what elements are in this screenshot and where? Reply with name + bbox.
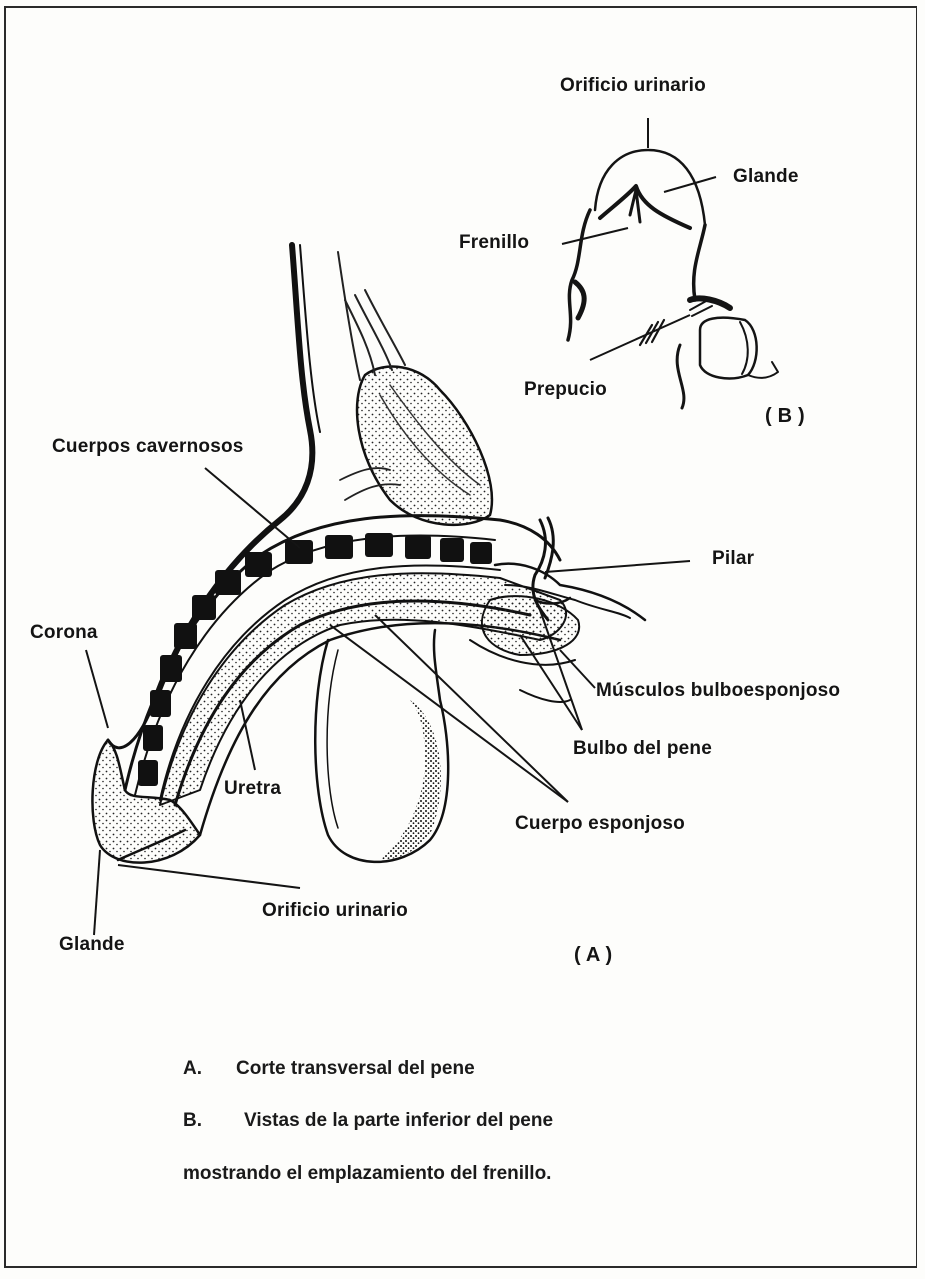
label-b-frenillo: Frenillo bbox=[459, 232, 529, 254]
label-b-prepucio: Prepucio bbox=[524, 379, 607, 401]
caption-b-letter: B. bbox=[183, 1110, 202, 1132]
label-musculos-bulboesponjoso: Músculos bulboesponjoso bbox=[596, 680, 840, 702]
caption-b-text: Vistas de la parte inferior del pene bbox=[244, 1110, 553, 1132]
label-uretra: Uretra bbox=[224, 778, 281, 800]
caption-a-letter: A. bbox=[183, 1058, 202, 1080]
figure-b-tag: ( B ) bbox=[765, 405, 805, 428]
label-cuerpo-esponjoso: Cuerpo esponjoso bbox=[515, 813, 685, 835]
caption-c-text: mostrando el emplazamiento del frenillo. bbox=[183, 1163, 551, 1185]
label-bulbo-del-pene: Bulbo del pene bbox=[573, 738, 712, 760]
label-corona: Corona bbox=[30, 622, 98, 644]
figure-b-leader-lines bbox=[562, 118, 716, 360]
label-a-orificio-urinario: Orificio urinario bbox=[262, 900, 408, 922]
figure-a-drawing bbox=[92, 245, 645, 863]
label-b-orificio-urinario: Orificio urinario bbox=[560, 75, 706, 97]
label-cuerpos-cavernosos: Cuerpos cavernosos bbox=[52, 436, 244, 458]
caption-a-text: Corte transversal del pene bbox=[236, 1058, 475, 1080]
label-b-glande: Glande bbox=[733, 166, 799, 188]
figure-a-tag: ( A ) bbox=[574, 944, 612, 967]
label-pilar: Pilar bbox=[712, 548, 754, 570]
label-a-glande: Glande bbox=[59, 934, 125, 956]
